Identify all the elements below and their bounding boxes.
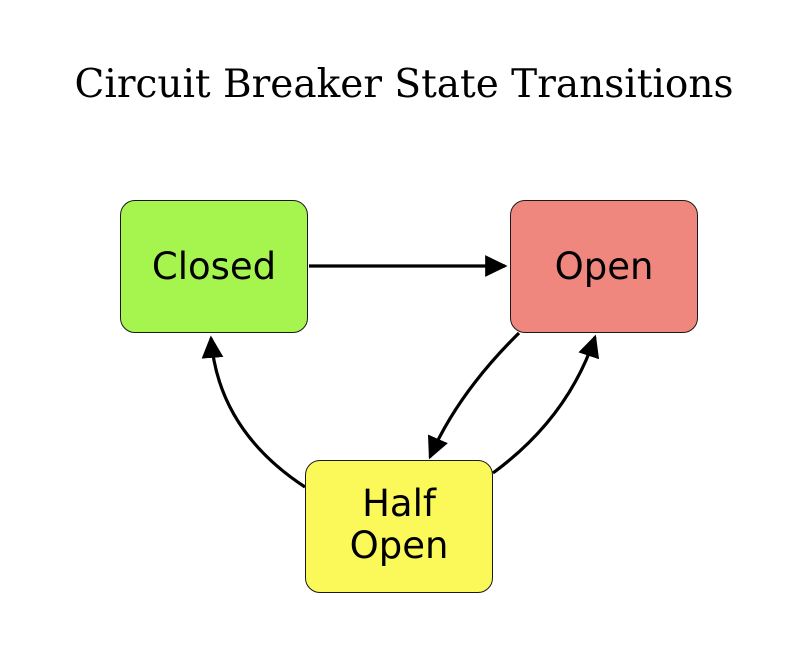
state-open-node: Open bbox=[510, 200, 698, 333]
state-half-open-label-line2: Open bbox=[349, 523, 449, 567]
diagram-title: Circuit Breaker State Transitions bbox=[74, 62, 734, 107]
state-half-open-node: Half Open bbox=[305, 460, 493, 593]
state-half-open-label-line1: Half bbox=[362, 482, 436, 526]
state-open-label: Open bbox=[554, 244, 654, 288]
state-closed-node: Closed bbox=[120, 200, 308, 333]
edge-half-open-to-open bbox=[492, 334, 600, 475]
edge-open-to-half-open bbox=[427, 331, 521, 460]
state-closed-label: Closed bbox=[151, 244, 277, 288]
edge-half-open-to-closed bbox=[201, 335, 306, 489]
